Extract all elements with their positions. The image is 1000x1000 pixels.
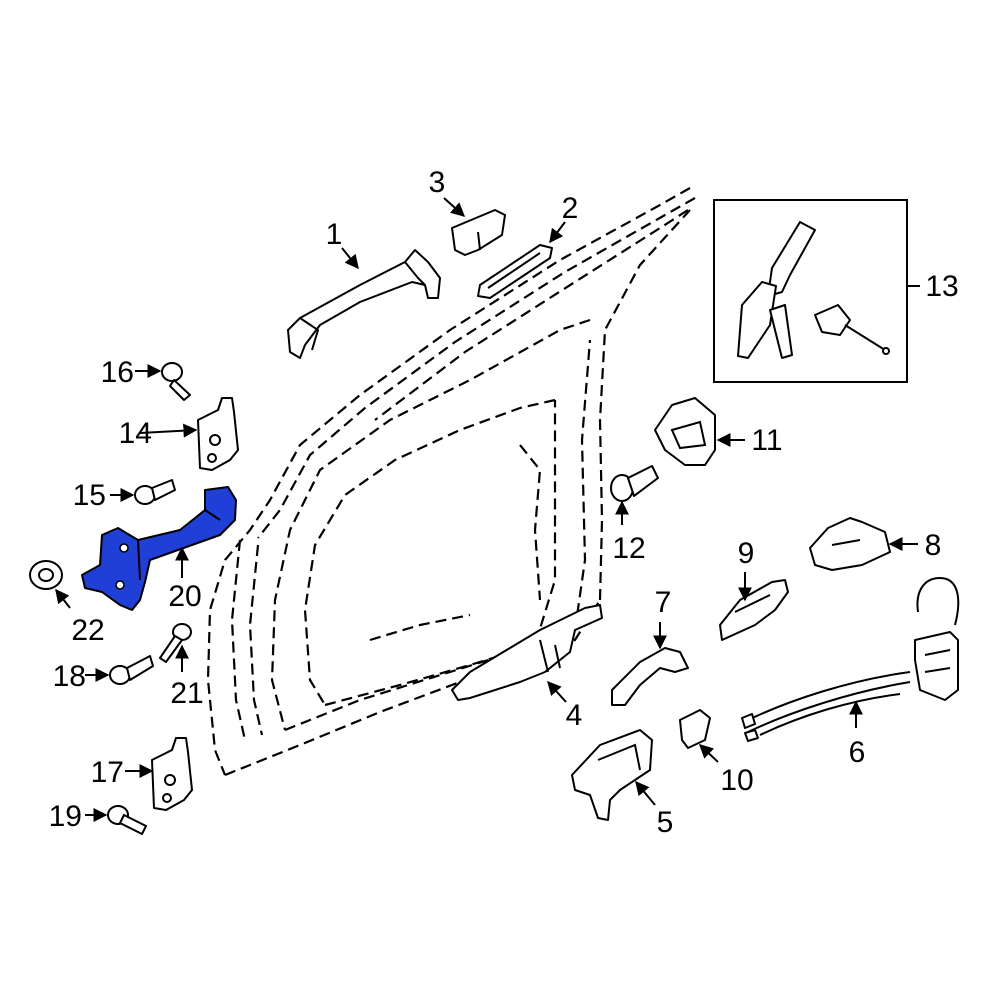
part-10-clip (679, 709, 711, 749)
part-7-actuator (611, 647, 689, 706)
part-17-lower-hinge (151, 737, 193, 811)
callout-13: 13 (925, 270, 958, 303)
callout-9: 9 (738, 537, 755, 570)
part-19-bolt (107, 805, 147, 835)
callout-14: 14 (119, 417, 152, 450)
callout-11: 11 (751, 424, 782, 457)
part-13-inset (713, 199, 908, 383)
callout-1: 1 (326, 218, 343, 251)
part-12-screw (610, 465, 659, 502)
part-3-cap (451, 209, 506, 256)
part-2-bezel (477, 244, 553, 299)
callout-16: 16 (101, 356, 134, 389)
door-shell-outline (206, 187, 696, 777)
callout-21: 21 (170, 677, 203, 710)
part-5-bracket (571, 729, 653, 821)
callout-10: 10 (720, 764, 753, 797)
callout-leaders (55, 197, 920, 822)
callout-22: 22 (71, 614, 104, 647)
callout-4: 4 (566, 699, 583, 732)
part-1-outer-handle (287, 249, 441, 359)
part-8-connector (809, 517, 891, 571)
part-4-inner-handle (451, 604, 603, 701)
callout-3: 3 (429, 166, 446, 199)
callout-18: 18 (53, 660, 86, 693)
part-11-striker (654, 397, 716, 466)
callout-12: 12 (612, 532, 645, 565)
callout-8: 8 (925, 529, 942, 562)
callout-2: 2 (562, 192, 579, 225)
callout-6: 6 (849, 736, 866, 769)
callout-labels: 1 2 3 4 5 6 7 8 9 10 11 12 13 14 15 16 1… (49, 166, 959, 839)
part-18-bolt (109, 655, 154, 685)
part-15-bolt (134, 479, 176, 505)
part-16-bolt (161, 362, 191, 401)
callout-17: 17 (91, 756, 124, 789)
part-21-bolt (159, 623, 192, 663)
callout-19: 19 (49, 800, 82, 833)
part-9-guide (719, 579, 789, 641)
part-22-nut (29, 560, 63, 590)
part-14-upper-hinge (197, 397, 239, 471)
part-6-latch-cables (741, 576, 960, 742)
callout-20: 20 (168, 580, 201, 613)
callout-7: 7 (655, 586, 672, 619)
callout-5: 5 (657, 806, 674, 839)
callout-15: 15 (73, 479, 106, 512)
